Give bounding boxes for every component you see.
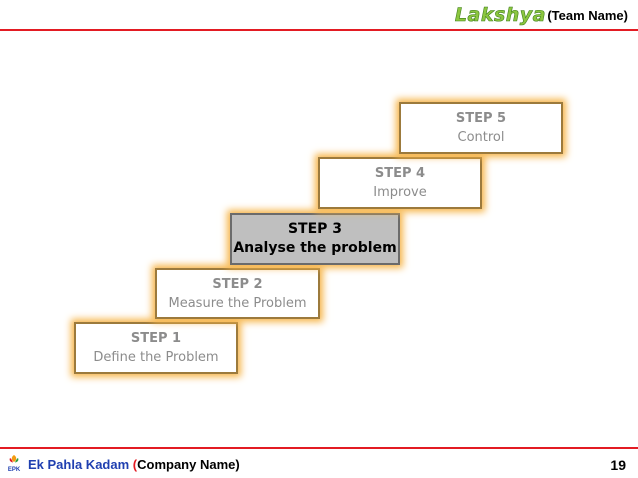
step-4-label: Improve [373, 185, 427, 200]
company-logo-text: EPK [8, 467, 21, 473]
page-number: 19 [610, 457, 626, 473]
step-3-number: STEP 3 [287, 221, 343, 237]
company-logo-icon: EPK [8, 455, 21, 473]
step-5-label: Control [457, 130, 505, 145]
step-2-label: Measure the Problem [168, 295, 307, 311]
step-4-number: STEP 4 [374, 166, 426, 181]
company-name-main: Ek Pahla Kadam [28, 457, 130, 472]
step-2-number: STEP 2 [212, 276, 263, 292]
company-name-note: Company Name) [137, 457, 240, 472]
step-1-box: STEP 1 Define the Problem [74, 322, 238, 374]
company-name: Ek Pahla Kadam (Company Name) [28, 457, 240, 472]
step-3-label: Analyse the problem [233, 240, 397, 256]
company-name-paren: ( [132, 457, 138, 472]
slide-footer: EPK Ek Pahla Kadam (Company Name) 19 [0, 452, 638, 478]
step-5-number: STEP 5 [455, 111, 507, 126]
step-1-number: STEP 1 [130, 331, 182, 346]
top-divider [0, 29, 638, 31]
team-name: (Team Name) [547, 8, 628, 23]
step-1-label: Define the Problem [93, 350, 219, 365]
bottom-divider [0, 447, 638, 449]
slide-header: Lakshya (Team Name) [0, 0, 638, 32]
step-2-box: STEP 2 Measure the Problem [155, 268, 320, 319]
step-4-box: STEP 4 Improve [318, 157, 482, 209]
step-3-box: STEP 3 Analyse the problem [230, 213, 400, 265]
brand-logo-text: Lakshya [454, 4, 546, 27]
step-5-box: STEP 5 Control [399, 102, 563, 154]
